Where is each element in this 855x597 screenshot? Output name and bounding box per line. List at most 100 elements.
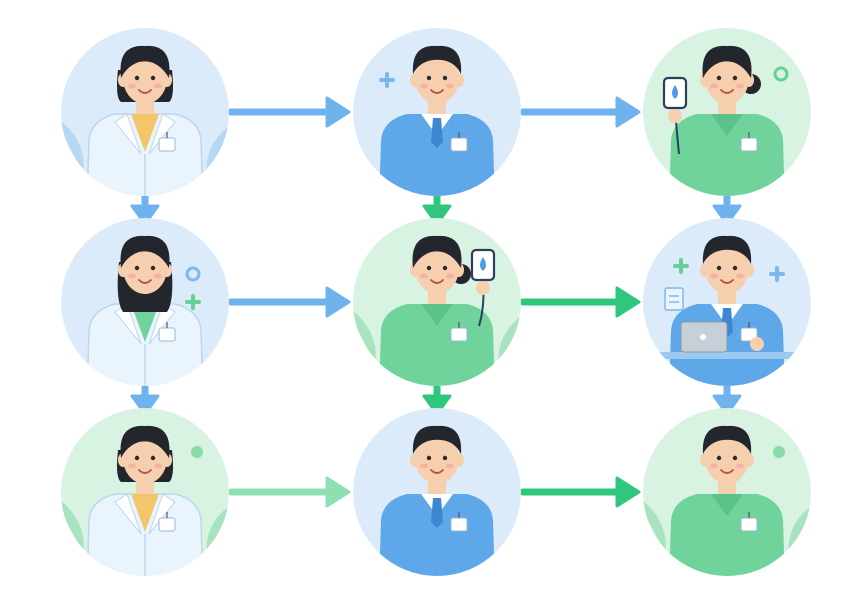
hair-top bbox=[120, 45, 170, 78]
node-content bbox=[379, 425, 495, 576]
person-torso bbox=[379, 304, 495, 386]
node-content bbox=[61, 425, 229, 576]
person-face bbox=[705, 52, 749, 104]
id-badge-icon bbox=[450, 517, 468, 532]
scrubs-vneck bbox=[711, 494, 743, 516]
dot-icon bbox=[773, 446, 785, 458]
person-eye bbox=[716, 265, 722, 271]
necktie bbox=[431, 498, 443, 528]
person-eye bbox=[442, 265, 448, 271]
plus-icon bbox=[191, 294, 195, 310]
coat-lapel-left bbox=[114, 113, 142, 155]
hair-top bbox=[702, 425, 752, 454]
person-smile bbox=[430, 279, 444, 284]
id-badge-icon bbox=[740, 517, 758, 532]
hair-top bbox=[702, 45, 752, 78]
node-content bbox=[653, 235, 801, 386]
person-eye bbox=[426, 265, 432, 271]
hair-top bbox=[702, 235, 752, 264]
hair-top bbox=[120, 425, 170, 458]
person-cheek bbox=[736, 273, 744, 279]
person-cheek bbox=[128, 83, 136, 89]
arrow-r2c1-r2c2 bbox=[227, 286, 351, 318]
person-cheek bbox=[446, 83, 454, 89]
person-hand bbox=[668, 109, 682, 123]
desk bbox=[653, 352, 801, 359]
person-eye bbox=[134, 455, 140, 461]
person-face bbox=[123, 432, 167, 484]
arrow-r1c1-r1c2 bbox=[227, 96, 351, 128]
person-eye bbox=[150, 455, 156, 461]
person-eye bbox=[134, 75, 140, 81]
person-eye bbox=[134, 265, 140, 271]
ring-icon bbox=[185, 266, 201, 282]
person-face bbox=[415, 432, 459, 484]
person-cheek bbox=[710, 273, 718, 279]
person-neck bbox=[136, 100, 154, 118]
arrow-head bbox=[422, 394, 452, 416]
water-drop-icon bbox=[480, 257, 486, 271]
id-badge-icon bbox=[158, 327, 176, 342]
person-eye bbox=[150, 265, 156, 271]
person-smile bbox=[138, 279, 152, 284]
person-eye bbox=[732, 75, 738, 81]
person-eye bbox=[150, 75, 156, 81]
arrow-head bbox=[712, 394, 742, 416]
person-smile bbox=[720, 89, 734, 94]
person-cheek bbox=[446, 463, 454, 469]
person-torso bbox=[669, 494, 785, 576]
hair-top bbox=[120, 235, 170, 268]
shirt-collar bbox=[131, 494, 159, 532]
node-content bbox=[379, 45, 495, 196]
arrow-r1c2-r1c3 bbox=[519, 96, 641, 128]
person-cheek bbox=[154, 83, 162, 89]
person-cheek bbox=[154, 463, 162, 469]
person-eye bbox=[716, 75, 722, 81]
person-eye bbox=[716, 455, 722, 461]
node-r3c3 bbox=[643, 408, 811, 576]
node-content bbox=[86, 235, 204, 386]
person-cheek bbox=[420, 463, 428, 469]
person-face bbox=[415, 52, 459, 104]
person-cheek bbox=[710, 463, 718, 469]
person-cheek bbox=[446, 273, 454, 279]
person-smile bbox=[720, 279, 734, 284]
node-r1c3 bbox=[643, 28, 811, 196]
person-cheek bbox=[736, 463, 744, 469]
node-content bbox=[662, 45, 785, 196]
person-face bbox=[123, 52, 167, 104]
arrow-r2c2-r2c3 bbox=[519, 286, 641, 318]
person-eye bbox=[732, 455, 738, 461]
id-badge-icon bbox=[450, 327, 468, 342]
arrow-r3c2-r3c3 bbox=[519, 476, 641, 508]
person-smile bbox=[720, 469, 734, 474]
id-badge-icon bbox=[450, 137, 468, 152]
person-face bbox=[415, 242, 459, 294]
node-r1c2 bbox=[353, 28, 521, 196]
person-cheek bbox=[420, 83, 428, 89]
person-neck bbox=[428, 100, 446, 118]
node-r2c2 bbox=[353, 218, 521, 386]
ring-icon bbox=[773, 66, 789, 82]
coat-lapel-left bbox=[114, 493, 142, 535]
person-neck bbox=[428, 290, 446, 308]
id-badge-icon bbox=[740, 137, 758, 152]
person-neck bbox=[136, 480, 154, 498]
hair-top bbox=[412, 45, 462, 74]
water-drop-icon bbox=[672, 85, 678, 99]
person-neck bbox=[428, 480, 446, 498]
arrow-head bbox=[712, 204, 742, 226]
scrubs-vneck bbox=[421, 304, 453, 326]
scrubs-vneck bbox=[711, 114, 743, 136]
person-eye bbox=[426, 455, 432, 461]
arrow-head bbox=[325, 96, 351, 128]
node-r3c1 bbox=[61, 408, 229, 576]
arrow-head bbox=[130, 394, 160, 416]
person-cheek bbox=[128, 463, 136, 469]
necktie bbox=[431, 118, 443, 148]
hair-top bbox=[412, 235, 462, 268]
person-cheek bbox=[154, 273, 162, 279]
person-eye bbox=[442, 75, 448, 81]
plus-icon bbox=[385, 72, 389, 88]
